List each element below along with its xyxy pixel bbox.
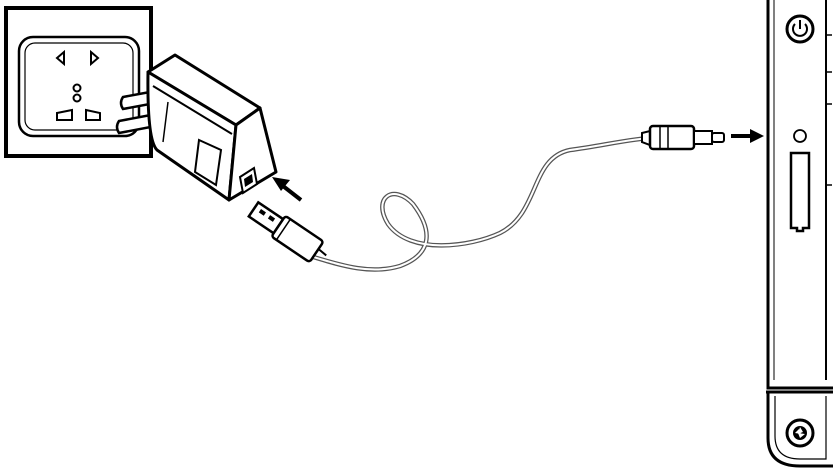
usb-a-plug-icon (247, 200, 327, 263)
adapter-seam (152, 85, 233, 135)
usb-plug-hole-2 (267, 215, 276, 222)
cable-outline (307, 135, 652, 272)
usb-wall-charger-icon (115, 53, 278, 202)
power-icon (792, 20, 808, 37)
socket-hole-lower-left (56, 108, 73, 121)
charging-cable (307, 135, 652, 272)
socket-hole-right (90, 49, 100, 67)
device-bottom-edge (766, 392, 833, 468)
tablet-side-view-icon (766, 0, 833, 470)
socket-ground-hole-bottom (72, 93, 82, 103)
shutter-icon (793, 426, 807, 440)
dc-jack (793, 129, 807, 143)
socket-hole-lower-right (85, 108, 101, 121)
usb-plug-strain-relief (317, 248, 327, 257)
device-side-ticks (826, 34, 832, 186)
device-edge-upper (766, 0, 833, 390)
universal-outlet-icon (55, 49, 101, 121)
dc-plug-tip (711, 132, 725, 143)
barrel-plug-icon (641, 124, 725, 151)
usb-insert-arrow-head (272, 177, 290, 191)
arrow-right-icon (731, 129, 764, 143)
wall-socket (4, 6, 153, 158)
socket-ground-hole-top (72, 83, 82, 93)
usb-plug-body (271, 215, 324, 263)
usb-plug-body-ridge (275, 218, 291, 241)
device-bounds (766, 0, 833, 470)
dc-insert-arrow-head (750, 129, 764, 143)
arrow-up-left-icon (272, 177, 303, 202)
dc-plug-collar (693, 130, 713, 145)
socket-face-inner (24, 42, 134, 131)
device-bottom-inner-edge (774, 396, 827, 460)
usb-insert-arrow-shaft (281, 184, 303, 202)
dc-plug-body (648, 124, 696, 151)
socket-hole-left (55, 49, 65, 67)
adapter-label-panel (193, 138, 223, 187)
usb-plug-hole-1 (258, 209, 266, 216)
adapter-prong-top (119, 90, 152, 111)
cable-core (309, 137, 650, 271)
adapter-usb-port-tongue (244, 174, 253, 187)
device-port-slot (789, 151, 811, 233)
adapter-prong-bottom (115, 112, 158, 135)
adapter-edge-line (162, 101, 169, 143)
